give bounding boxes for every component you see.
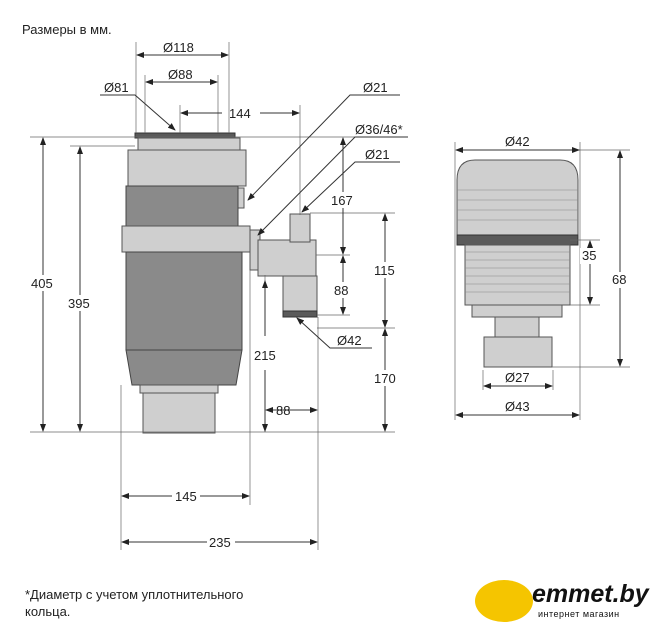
emmet-logo: emmet.by интернет магазин xyxy=(470,578,655,628)
flange-dim-d42: Ø42 xyxy=(505,134,530,149)
dim-d36-46: Ø36/46* xyxy=(355,122,403,137)
dimension-labels: Ø118 Ø88 Ø81 144 Ø21 Ø36/46* Ø21 405 395… xyxy=(30,40,403,550)
dim-405: 405 xyxy=(31,276,53,291)
dim-d81: Ø81 xyxy=(104,80,129,95)
dim-d88: Ø88 xyxy=(168,67,193,82)
dim-d21-mid: Ø21 xyxy=(365,147,390,162)
dim-88-horizontal: 88 xyxy=(276,403,290,418)
dim-170: 170 xyxy=(374,371,396,386)
dim-145: 145 xyxy=(175,489,197,504)
footnote-line1: *Диаметр с учетом уплотнительного xyxy=(25,587,244,602)
dim-d118: Ø118 xyxy=(163,40,194,55)
dim-d21-top: Ø21 xyxy=(363,80,388,95)
dim-d42-outlet: Ø42 xyxy=(337,333,362,348)
units-note: Размеры в мм. xyxy=(22,22,112,37)
dim-144: 144 xyxy=(229,106,251,121)
logo-name: emmet.by xyxy=(532,580,649,608)
logo-tagline: интернет магазин xyxy=(538,609,620,619)
dim-88-vertical: 88 xyxy=(334,283,348,298)
flange-dim-d27: Ø27 xyxy=(505,370,530,385)
dim-215: 215 xyxy=(254,348,276,363)
disposer-body xyxy=(121,132,318,434)
flange-dim-35: 35 xyxy=(582,248,596,263)
dim-235: 235 xyxy=(209,535,231,550)
flange-dim-d43: Ø43 xyxy=(505,399,530,414)
dim-115: 115 xyxy=(374,263,395,278)
bee-logo-icon xyxy=(475,580,533,622)
footnote: *Диаметр с учетом уплотнительного кольца… xyxy=(25,586,243,620)
footnote-line2: кольца. xyxy=(25,604,71,619)
sink-flange-drawing xyxy=(456,159,579,368)
dim-167: 167 xyxy=(331,193,353,208)
dim-395: 395 xyxy=(68,296,90,311)
flange-dim-68: 68 xyxy=(612,272,626,287)
